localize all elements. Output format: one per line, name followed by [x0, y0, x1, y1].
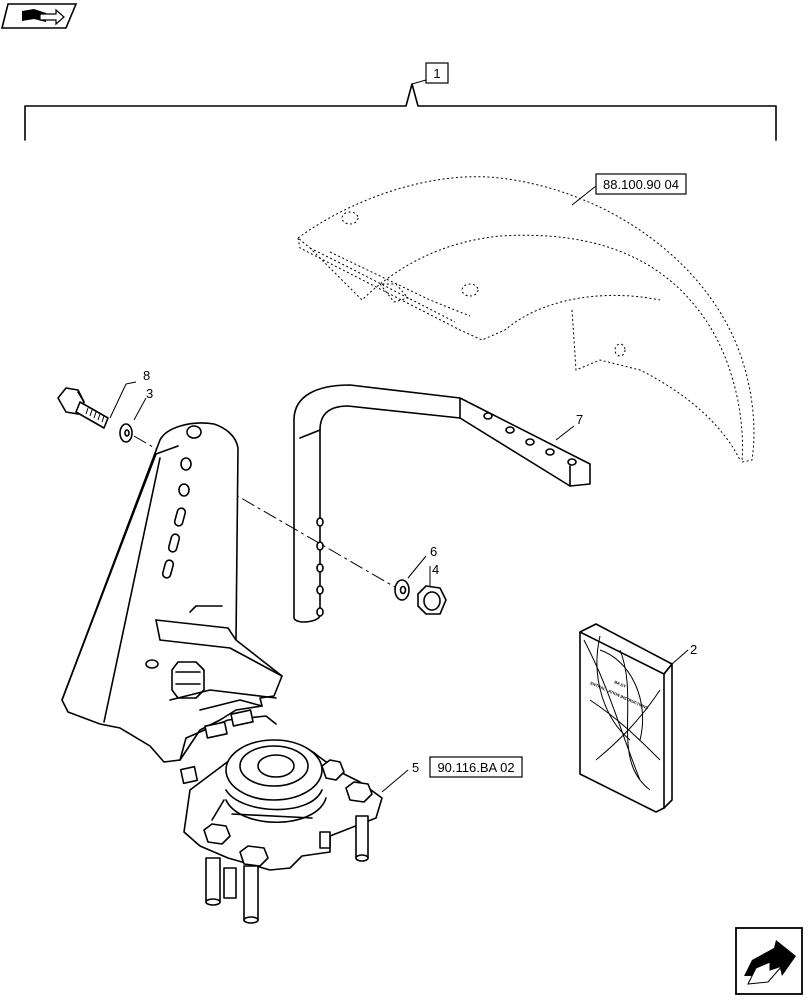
svg-text:8: 8	[143, 368, 150, 383]
svg-text:3: 3	[146, 386, 153, 401]
manual-booklet: BA DY ENTRAL · ATION INSTRUCTIONS	[579, 623, 689, 813]
svg-text:6: 6	[430, 544, 437, 559]
hitch-reference[interactable]: 90.116.BA 02	[429, 756, 523, 778]
svg-text:2: 2	[690, 642, 697, 657]
washer-6	[394, 555, 427, 601]
callout-8: 8	[143, 368, 150, 383]
svg-text:BA DY: BA DY	[614, 679, 628, 689]
book-arrow-icon[interactable]	[0, 3, 78, 29]
fender-reference[interactable]: 88.100.90 04	[595, 173, 687, 195]
svg-text:1: 1	[433, 66, 440, 81]
svg-text:88.100.90 04: 88.100.90 04	[603, 177, 679, 192]
callout-3: 3	[146, 386, 153, 401]
callout-7: 7	[576, 412, 583, 427]
nut	[417, 566, 447, 615]
assembly-bracket	[24, 79, 777, 141]
washer-3	[119, 397, 147, 443]
callout-5: 5	[412, 760, 419, 775]
mounting-bracket	[61, 422, 409, 924]
next-page-arrow-icon[interactable]	[735, 927, 803, 995]
svg-text:90.116.BA 02: 90.116.BA 02	[437, 760, 514, 775]
bolt	[57, 381, 137, 429]
svg-text:5: 5	[412, 760, 419, 775]
svg-text:7: 7	[576, 412, 583, 427]
callout-2: 2	[690, 642, 697, 657]
svg-text:4: 4	[432, 562, 439, 577]
base-bolts	[203, 759, 373, 924]
callout-4: 4	[432, 562, 439, 577]
fender	[297, 176, 755, 463]
callout-6: 6	[430, 544, 437, 559]
callout-1: 1	[425, 62, 449, 84]
support-arm	[293, 384, 591, 623]
